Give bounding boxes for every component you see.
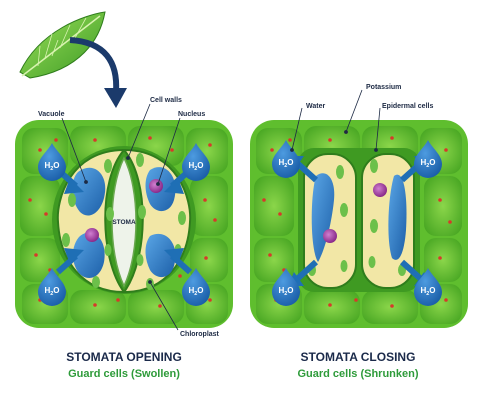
epidermal-cells-label: Epidermal cells bbox=[382, 103, 433, 110]
h2o-label: H2O bbox=[278, 286, 293, 297]
cell-walls-label: Cell walls bbox=[150, 97, 182, 104]
h2o-label: H2O bbox=[188, 161, 203, 172]
chloroplast-label: Chloroplast bbox=[180, 331, 220, 338]
opening-subtitle: Guard cells (Swollen) bbox=[68, 368, 180, 380]
curved-arrow-icon bbox=[69, 37, 127, 108]
water-drop-icon bbox=[38, 143, 66, 181]
guard-cells-shrunken bbox=[298, 148, 420, 292]
h2o-label: H2O bbox=[420, 158, 435, 169]
opening-panel bbox=[15, 120, 233, 328]
water-label: Water bbox=[306, 103, 325, 110]
vacuole-shape bbox=[72, 167, 106, 216]
water-drop-icon bbox=[414, 140, 442, 178]
water-drop-icon bbox=[38, 268, 66, 306]
closing-title: STOMATA CLOSING bbox=[300, 350, 416, 364]
stoma-label: STOMA bbox=[112, 219, 136, 226]
h2o-labels: H2O H2O H2O H2O H2O H2O H2O H2O bbox=[44, 158, 435, 297]
stoma-pore bbox=[111, 156, 137, 288]
leaf-icon bbox=[19, 11, 106, 79]
closing-subtitle: Guard cells (Shrunken) bbox=[297, 368, 419, 380]
h2o-label: H2O bbox=[278, 158, 293, 169]
potassium-label: Potassium bbox=[366, 84, 401, 91]
water-drop-icon bbox=[414, 268, 442, 306]
water-drop-icon bbox=[182, 143, 210, 181]
nucleus-shape bbox=[85, 228, 99, 242]
water-drop-icon bbox=[272, 140, 300, 178]
water-drop-icon bbox=[182, 268, 210, 306]
vacuole-label: Vacuole bbox=[38, 111, 65, 118]
water-drop-icon bbox=[272, 268, 300, 306]
h2o-label: H2O bbox=[44, 286, 59, 297]
closing-panel bbox=[250, 120, 468, 328]
nucleus-label: Nucleus bbox=[178, 111, 205, 118]
h2o-label: H2O bbox=[44, 161, 59, 172]
epidermal-cells-left bbox=[15, 120, 233, 328]
opening-title: STOMATA OPENING bbox=[66, 350, 182, 364]
h2o-label: H2O bbox=[188, 286, 203, 297]
h2o-label: H2O bbox=[420, 286, 435, 297]
leader-lines bbox=[61, 89, 381, 331]
